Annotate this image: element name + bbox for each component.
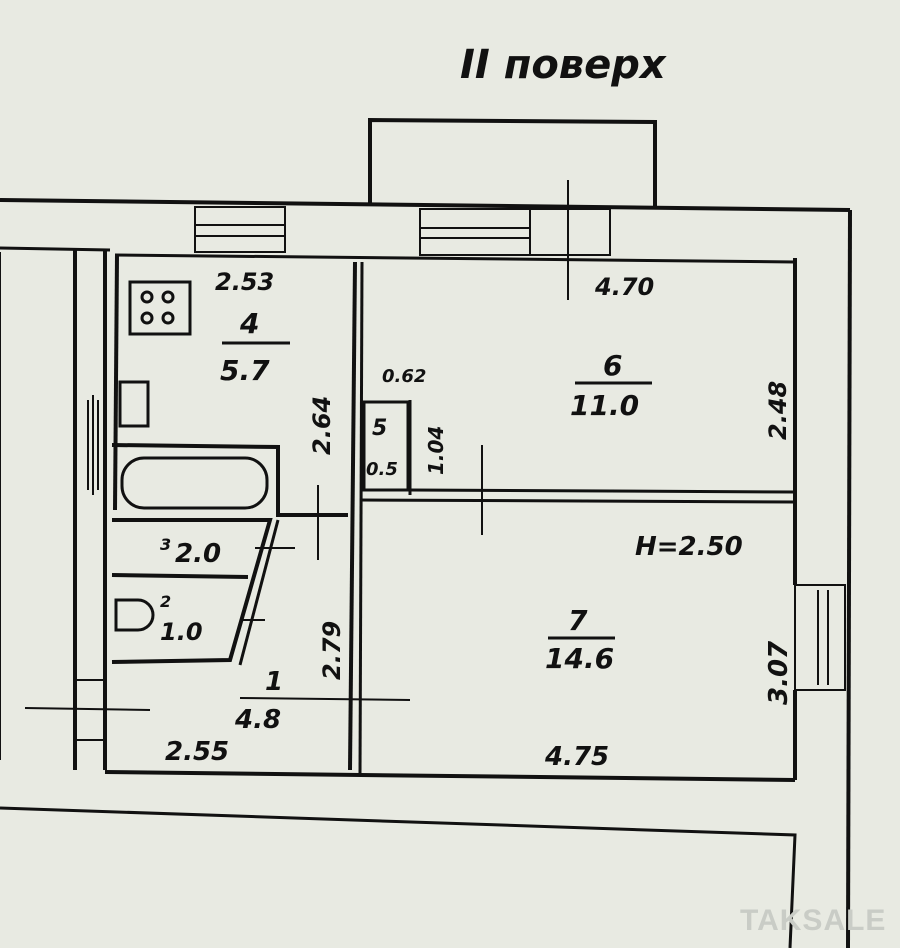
room-4: 4 5.7 [220,307,290,387]
room-1: 1 4.8 [234,667,283,735]
room-7: 7 14.6 [545,604,615,675]
dim-room6-width: 4.70 [594,273,654,301]
toilet-icon [114,598,155,632]
walls [0,117,852,948]
room-area: 14.6 [545,642,614,675]
dim-closet-length: 1.04 [424,426,448,475]
watermark: TAKSALE [740,904,886,937]
dim-closet-width: 0.62 [382,366,426,387]
room-area: 5.7 [220,354,270,387]
dim-hall-length: 2.79 [318,621,346,680]
room-number: 7 [568,604,588,637]
room-number: 2 [160,592,171,611]
ceiling-height: H=2.50 [635,532,743,562]
balcony [368,117,657,207]
room-number: 5 [372,416,387,441]
floor-title: ІІ поверх [460,42,667,88]
room-area: 4.8 [234,705,281,735]
dim-room7-length: 3.07 [764,640,794,705]
dim-room6-length: 2.48 [764,381,792,440]
room-number: 3 [160,535,171,554]
dim-kitchen-width: 2.53 [215,268,274,296]
room-area: 0.5 [366,459,398,480]
dim-hall-width: 2.55 [165,737,229,767]
room-number: 1 [265,667,283,697]
room-number: 6 [603,349,622,382]
room-area: 1.0 [160,618,203,646]
room-2: 2 1.0 [160,592,203,646]
room-3: 3 2.0 [160,535,221,569]
radiator-icon [87,395,99,495]
stove-icon [128,280,192,336]
sink-icon [118,380,150,428]
dim-room7-width: 4.75 [544,742,609,772]
room-area: 2.0 [175,539,221,569]
dim-kitchen-length: 2.64 [308,396,336,455]
room-5: 5 0.5 [366,416,398,480]
room-area: 11.0 [570,389,639,422]
room-6: 6 11.0 [570,349,652,422]
room-number: 4 [239,307,259,340]
